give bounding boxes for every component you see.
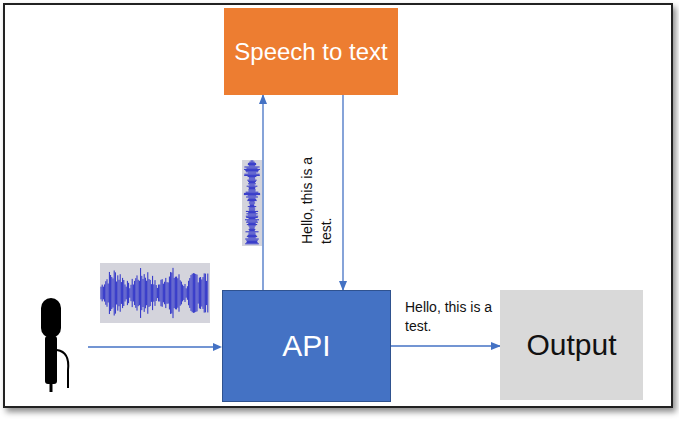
connector-arrow — [391, 345, 500, 346]
microphone-icon — [41, 298, 68, 392]
process-box: Speech to text — [224, 8, 398, 95]
edge-label: Hello, this is a test. — [405, 298, 495, 336]
connector-arrow — [342, 95, 343, 290]
waveform — [101, 268, 208, 318]
node-text: Speech to text — [234, 38, 387, 66]
node-text: Output — [526, 328, 616, 362]
connector-arrow — [262, 95, 263, 290]
waveform — [244, 161, 260, 244]
waveform-background — [100, 263, 210, 323]
node-text: API — [282, 329, 330, 363]
input-arrowhead — [213, 343, 222, 351]
edge-label: Hello, this is a test. — [298, 142, 336, 244]
waveform-background — [242, 160, 262, 246]
input-arrow — [88, 346, 214, 347]
output-box: Output — [500, 290, 643, 400]
api-box: API — [222, 290, 391, 402]
